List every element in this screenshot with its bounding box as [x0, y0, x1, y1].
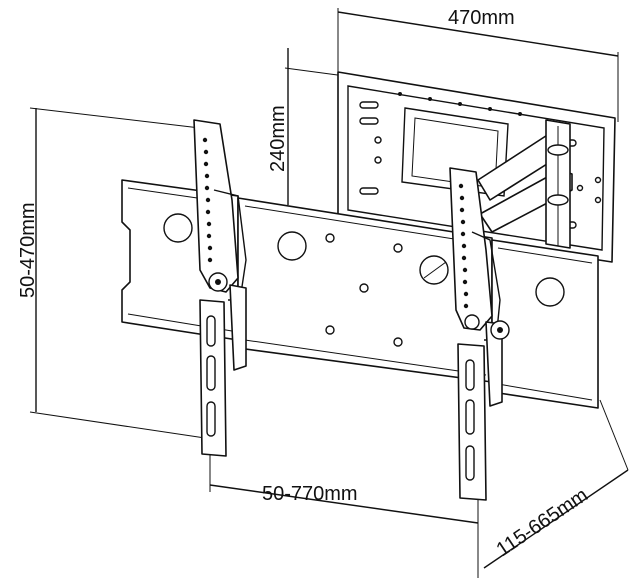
center-left-hole: [277, 231, 307, 261]
dimension-115-665mm: 115-665mm: [477, 399, 629, 578]
left-bracket-holes: [202, 137, 213, 263]
center-right-hole: [419, 255, 449, 285]
right-mount-hole: [535, 277, 565, 307]
dimension-470mm: 470mm: [337, 7, 619, 122]
dimension-50-770mm: 50-770mm: [209, 440, 479, 530]
right-bracket-holes: [458, 183, 469, 309]
swing-arms: [477, 119, 573, 249]
dimension-label-240mm: 240mm: [267, 105, 289, 172]
dimension-50-470mm: 50-470mm: [17, 107, 206, 439]
left-mount-hole: [163, 213, 193, 243]
right-tv-bracket: [449, 167, 510, 501]
dimension-240mm: 240mm: [267, 48, 346, 205]
dimension-label-50-470mm: 50-470mm: [17, 202, 39, 298]
left-tv-bracket: [193, 119, 247, 457]
dimension-label-50-770mm: 50-770mm: [262, 483, 358, 505]
dimension-label-115-665mm: 115-665mm: [492, 484, 592, 561]
dimension-label-470mm: 470mm: [448, 7, 515, 29]
